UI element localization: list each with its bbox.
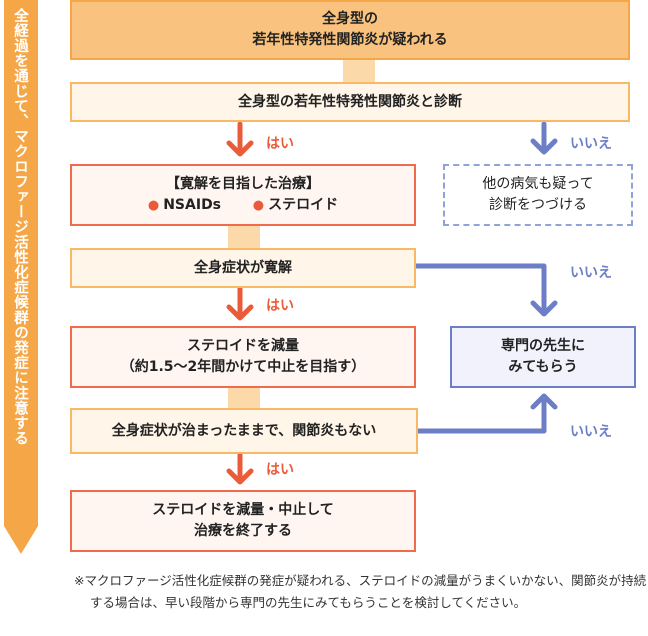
diagnosis-text: 全身型の若年性特発性関節炎と診断 [238, 93, 462, 110]
end-line2: 治療を終了する [194, 523, 292, 539]
reduce-box: ステロイドを減量 （約1.5～2年間かけて中止を目指す） [70, 326, 416, 388]
treatment-items: ●NSAIDs ●ステロイド [148, 195, 338, 216]
other-line1: 他の病気も疑って [482, 176, 594, 192]
remission-box: 全身症状が寛解 [70, 248, 416, 288]
yes-label-1: はい [266, 136, 294, 152]
diagnosis-box: 全身型の若年性特発性関節炎と診断 [70, 82, 630, 122]
yes-arrow-2 [226, 285, 254, 321]
connector-reduce-settled [228, 388, 260, 408]
no-arrow-3 [418, 393, 558, 434]
yes-label-2: はい [266, 298, 294, 314]
treatment-item-steroid: ステロイド [268, 197, 339, 213]
flow-connectors [226, 60, 558, 485]
treatment-box: 【寛解を目指した治療】 ●NSAIDs ●ステロイド [70, 164, 416, 226]
yes-arrow-1 [226, 121, 254, 157]
end-line1: ステロイドを減量・中止して [152, 502, 334, 518]
settled-box: 全身症状が治まったままで、関節炎もない [70, 408, 418, 454]
suspect-line2: 若年性特発性関節炎が疑われる [252, 32, 448, 48]
suspect-line1: 全身型の [322, 11, 378, 27]
bullet-icon: ● [252, 198, 265, 213]
other-line2: 診断をつづける [489, 197, 587, 213]
connector-treatment-remission [228, 226, 260, 248]
suspect-box: 全身型の 若年性特発性関節炎が疑われる [70, 0, 630, 60]
no-arrow-2 [415, 263, 558, 317]
reduce-line1: ステロイドを減量 [187, 338, 299, 354]
bullet-icon: ● [147, 198, 160, 213]
connector-suspect-diagnosis [343, 60, 375, 82]
specialist-box: 専門の先生に みてもらう [450, 326, 636, 388]
yes-arrow-3 [226, 451, 254, 485]
no-label-3: いいえ [570, 424, 612, 440]
settled-text: 全身症状が治まったままで、関節炎もない [111, 422, 377, 439]
sidebar-warning-text: 全経過を通じて、マクロファージ活性化症候群の発症に注意する [12, 8, 28, 446]
reduce-line2: （約1.5～2年間かけて中止を目指す） [120, 359, 366, 375]
remission-text: 全身症状が寛解 [194, 259, 292, 276]
end-treatment-box: ステロイドを減量・中止して 治療を終了する [70, 490, 416, 552]
specialist-line1: 専門の先生に [501, 338, 585, 354]
no-label-2: いいえ [570, 265, 612, 281]
treatment-item-nsaids: NSAIDs [163, 197, 222, 213]
no-arrow-1 [530, 121, 558, 155]
treatment-title: 【寛解を目指した治療】 [166, 176, 320, 192]
sidebar-banner [4, 0, 38, 554]
footnote: ※マクロファージ活性化症候群の発症が疑われる、ステロイドの減量がうまくいかない、… [74, 573, 647, 610]
other-disease-box: 他の病気も疑って 診断をつづける [443, 164, 633, 226]
specialist-line2: みてもらう [508, 359, 578, 375]
no-label-1: いいえ [570, 136, 612, 152]
yes-label-3: はい [266, 462, 294, 478]
